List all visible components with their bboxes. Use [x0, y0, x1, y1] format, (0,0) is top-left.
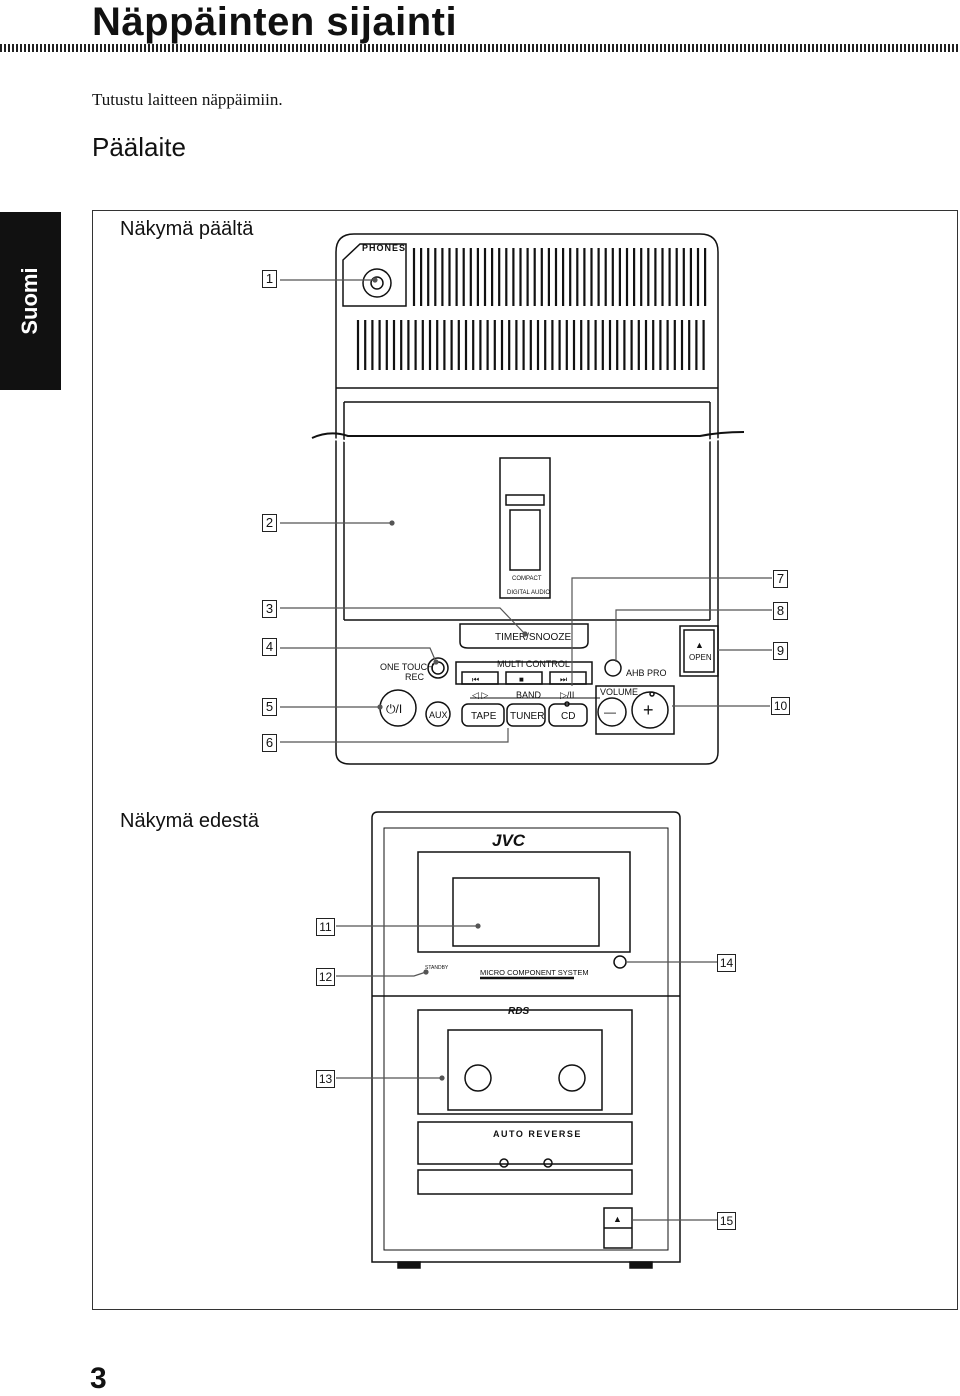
phones-area	[342, 243, 407, 307]
cassette-door[interactable]	[417, 1009, 633, 1115]
rds-logo: RDS	[508, 1006, 529, 1017]
cassette-reel-right	[558, 1064, 586, 1092]
auto-reverse-label: AUTO REVERSE	[493, 1129, 582, 1139]
eject-symbol: ▲	[695, 640, 704, 650]
plus-symbol: +	[643, 700, 654, 720]
multi-control-label: MULTI CONTROL	[497, 659, 570, 669]
intro-text: Tutustu laitteen näppäimiin.	[92, 90, 283, 109]
open-label: OPEN	[689, 653, 712, 662]
stop-button[interactable]	[505, 671, 543, 685]
volume-label: VOLUME	[600, 687, 638, 697]
play-pause-symbol: ▷/II	[560, 690, 574, 700]
lid-window	[499, 457, 551, 599]
stop-label: ■	[519, 675, 524, 684]
display-window	[452, 877, 600, 947]
unit-top-outline	[335, 233, 719, 765]
callout-2: 2	[262, 514, 277, 532]
band-label: BAND	[516, 690, 542, 700]
power-symbol: ⏻/I	[386, 702, 402, 716]
volume-down-button[interactable]	[597, 697, 627, 727]
tuner-label: TUNER	[510, 711, 544, 722]
rec-label: REC	[405, 672, 425, 682]
tape-button[interactable]	[461, 703, 505, 727]
digital-audio-label: DIGITAL AUDIO	[507, 590, 550, 596]
aux-button[interactable]	[425, 701, 451, 727]
callout-7: 7	[773, 570, 788, 588]
unit-front-outline	[371, 811, 681, 1263]
reverse-play-symbol: ◁ ▷	[472, 690, 488, 700]
cassette-reel-left	[464, 1064, 492, 1092]
callout-5: 5	[262, 698, 277, 716]
callout-13: 13	[316, 1070, 335, 1088]
front-view-heading: Näkymä edestä	[120, 810, 259, 832]
ahb-pro-label: AHB PRO	[626, 668, 667, 678]
timer-snooze-label: TIMER/SNOOZE	[495, 632, 571, 643]
page-number: 3	[90, 1362, 107, 1395]
volume-group	[595, 685, 675, 735]
title-rule	[0, 44, 960, 52]
callout-15: 15	[717, 1212, 736, 1230]
callout-12: 12	[316, 968, 335, 986]
open-button[interactable]	[679, 625, 719, 677]
phones-jack[interactable]	[362, 268, 392, 298]
tape-label: TAPE	[471, 711, 497, 722]
tuner-button[interactable]	[506, 703, 546, 727]
callout-4: 4	[262, 638, 277, 656]
language-tab: Suomi	[0, 212, 61, 390]
timer-snooze-button[interactable]	[459, 623, 589, 649]
front-sensor	[613, 955, 627, 969]
minus-symbol: —	[604, 705, 616, 719]
cd-label: CD	[561, 711, 575, 722]
callout-14: 14	[717, 954, 736, 972]
one-touch-label: ONE TOUCH	[380, 662, 434, 672]
callout-1: 1	[262, 270, 277, 288]
top-view-heading: Näkymä päältä	[120, 218, 254, 240]
aux-label: AUX	[429, 710, 448, 720]
callout-9: 9	[773, 642, 788, 660]
jvc-logo: JVC	[492, 831, 526, 850]
callout-6: 6	[262, 734, 277, 752]
skip-back-label: ⏮	[472, 675, 479, 684]
section-title: Päälaite	[92, 132, 186, 162]
model-label: MICRO COMPONENT SYSTEM	[480, 968, 589, 977]
skip-forward-button[interactable]	[549, 671, 587, 685]
phones-label: PHONES	[362, 243, 406, 253]
skip-back-button[interactable]	[461, 671, 499, 685]
front-eject-symbol: ▲	[613, 1214, 622, 1224]
figure-frame	[92, 210, 958, 1310]
one-touch-rec-button[interactable]	[427, 657, 449, 679]
display-panel	[417, 851, 631, 953]
volume-up-button[interactable]	[631, 691, 669, 729]
ahb-pro-button[interactable]	[604, 659, 622, 677]
callout-8: 8	[773, 602, 788, 620]
callout-11: 11	[316, 918, 335, 936]
skip-forward-label: ⏭	[560, 675, 567, 684]
cd-button[interactable]	[548, 703, 588, 727]
grille	[356, 248, 707, 370]
callout-3: 3	[262, 600, 277, 618]
page-title: Näppäinten sijainti	[92, 0, 458, 44]
compact-label: COMPACT	[512, 576, 542, 582]
standby-label: STANDBY	[425, 965, 449, 971]
callout-10: 10	[771, 697, 790, 715]
